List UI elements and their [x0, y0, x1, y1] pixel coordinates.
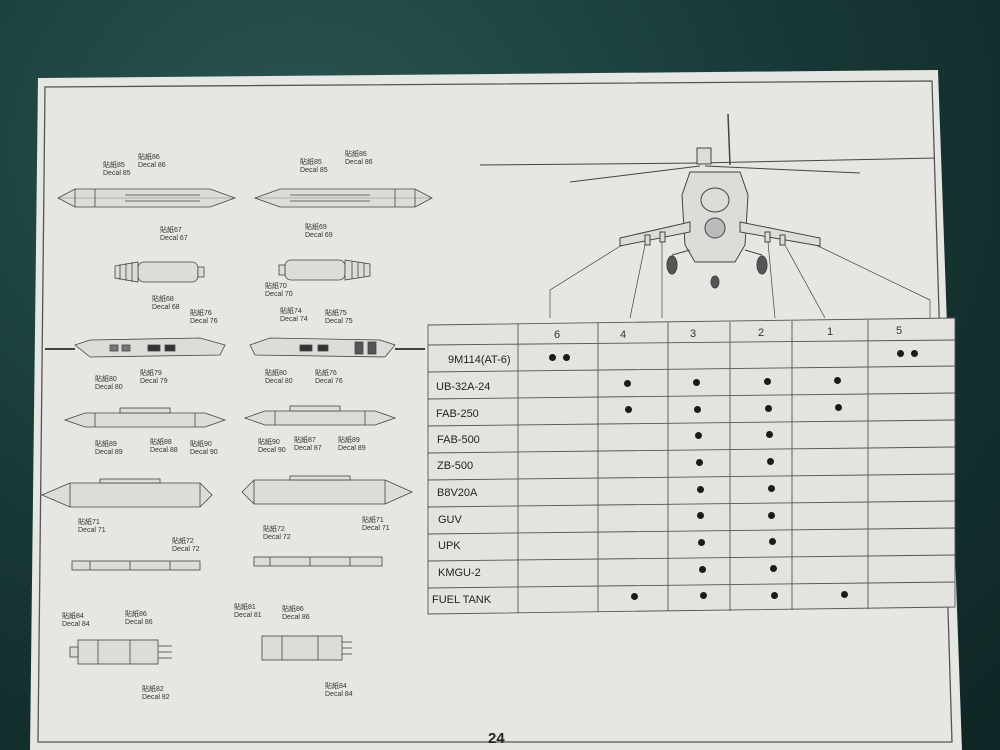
station-mark-dot [697, 512, 705, 520]
station-mark-dot [623, 379, 631, 387]
station-mark-dot [693, 405, 701, 413]
weapon-row-label: GUV [438, 514, 462, 526]
launcher-drawing-right [249, 337, 425, 358]
station-mark-dot [771, 591, 779, 599]
weapon-row-label: 9M114(AT-6) [448, 354, 511, 366]
station-mark-dot [699, 565, 707, 573]
weapon-row-label: FAB-500 [437, 434, 480, 446]
station-mark-dot [700, 592, 708, 600]
fuel-tank-drawing-left [40, 478, 213, 508]
station-mark-dot [563, 353, 570, 361]
pod-drawing-right [278, 259, 371, 281]
station-mark-dot [549, 353, 556, 361]
bomb-drawing-right [253, 188, 433, 208]
station-mark-dot [696, 485, 704, 493]
station-mark-dot [768, 511, 776, 519]
station-mark-dot [897, 349, 904, 357]
weapon-row-label: ZB-500 [437, 460, 474, 472]
gun-pod-drawing-left [69, 639, 172, 665]
station-mark-dot [766, 458, 774, 466]
station-mark-dot [769, 538, 777, 546]
station-mark-dot [694, 432, 702, 440]
station-mark-dot [841, 590, 849, 598]
page-number: 24 [488, 730, 505, 747]
station-mark-dot [765, 431, 773, 439]
station-mark-dot [770, 564, 778, 572]
station-mark-dot [763, 378, 771, 386]
weapon-row-label: UB-32A-24 [436, 381, 491, 393]
station-mark-dot [631, 593, 639, 601]
weapon-row-label: UPK [438, 540, 461, 552]
launcher-drawing-left [45, 337, 226, 358]
station-mark-dot [764, 404, 772, 412]
bomb-drawing-left [57, 188, 237, 208]
station-mark-dot [692, 378, 700, 386]
station-mark-dot [834, 403, 842, 411]
weapon-row-label: KMGU-2 [438, 567, 481, 579]
weapons-table-grid [427, 317, 956, 615]
fuel-tank-drawing-right [241, 475, 413, 505]
station-mark-dot [767, 484, 775, 492]
rail-drawing-right [253, 556, 383, 567]
weapon-row-label: FUEL TANK [432, 594, 492, 606]
station-mark-dot [911, 349, 918, 357]
weapon-row-label: B8V20A [437, 487, 478, 499]
long-pod-drawing-right [243, 405, 397, 426]
station-mark-dot [833, 377, 841, 385]
station-mark-dot [698, 539, 706, 547]
station-header: 5 [895, 325, 903, 337]
pod-drawing-left [114, 261, 205, 283]
long-pod-drawing-left [63, 407, 227, 428]
weapon-row-label: FAB-250 [436, 408, 479, 420]
station-header: 6 [553, 329, 561, 341]
station-header: 2 [757, 327, 765, 339]
station-header: 3 [689, 328, 697, 340]
helicopter-front-view [479, 113, 936, 319]
station-mark-dot [624, 406, 632, 414]
rail-drawing-left [71, 560, 201, 571]
station-header: 4 [619, 329, 627, 341]
station-mark-dot [695, 458, 703, 466]
gun-pod-drawing-right [261, 635, 352, 661]
paper-frame [37, 80, 953, 743]
station-header: 1 [826, 326, 834, 338]
